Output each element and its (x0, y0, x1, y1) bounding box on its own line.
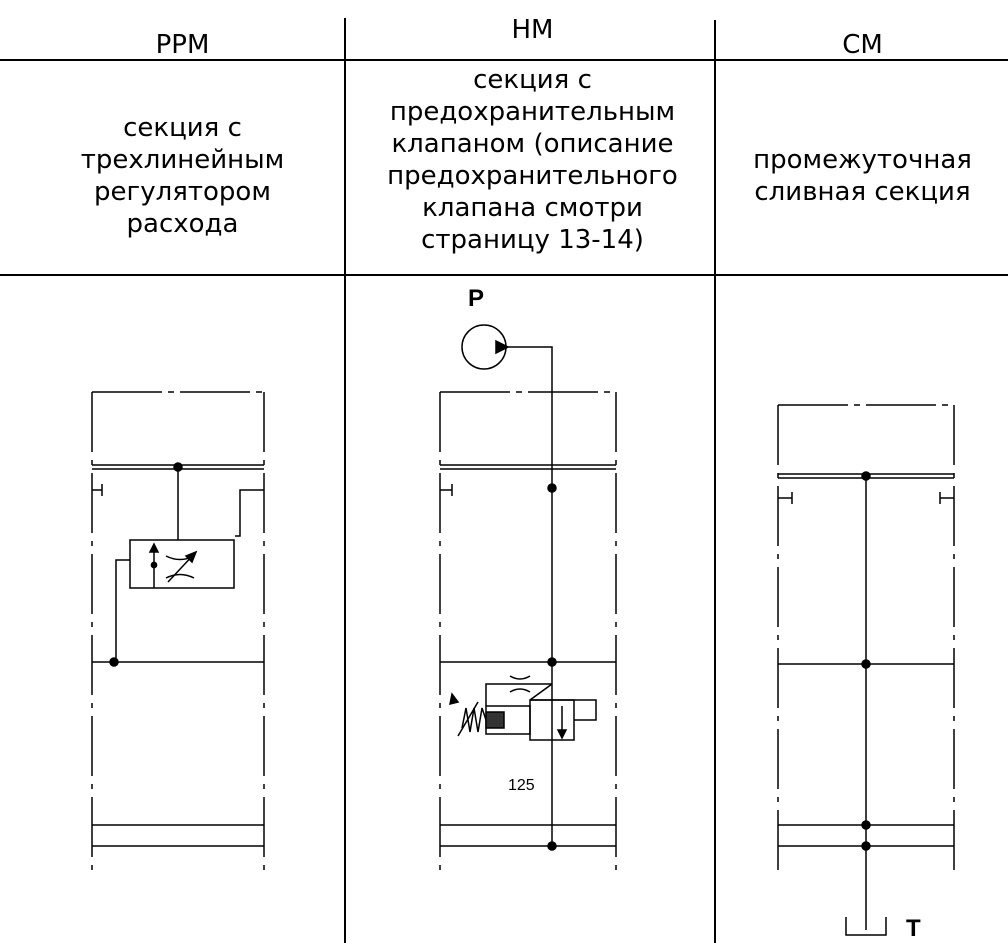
hm-section-schematic (439, 324, 617, 870)
ppm-section-schematic (91, 391, 265, 870)
description-hm: секция с предохранительным клапаном (опи… (387, 65, 678, 255)
cm-section-schematic (777, 404, 955, 936)
description-cm: промежуточная сливная секция (753, 145, 972, 207)
relief-setting-label: 125 (508, 777, 535, 794)
table-grid (0, 18, 1008, 943)
tank-symbol (845, 917, 887, 936)
description-ppm: секция с трехлинейным регулятором расход… (80, 113, 285, 239)
column-header-ppm: PPM (155, 30, 210, 60)
column-header-cm: CM (842, 30, 883, 60)
column-header-hm: HM (511, 15, 554, 45)
flow-regulator-box (129, 539, 235, 589)
tank-port-label: T (906, 915, 921, 942)
pressure-port-label: P (468, 285, 484, 312)
